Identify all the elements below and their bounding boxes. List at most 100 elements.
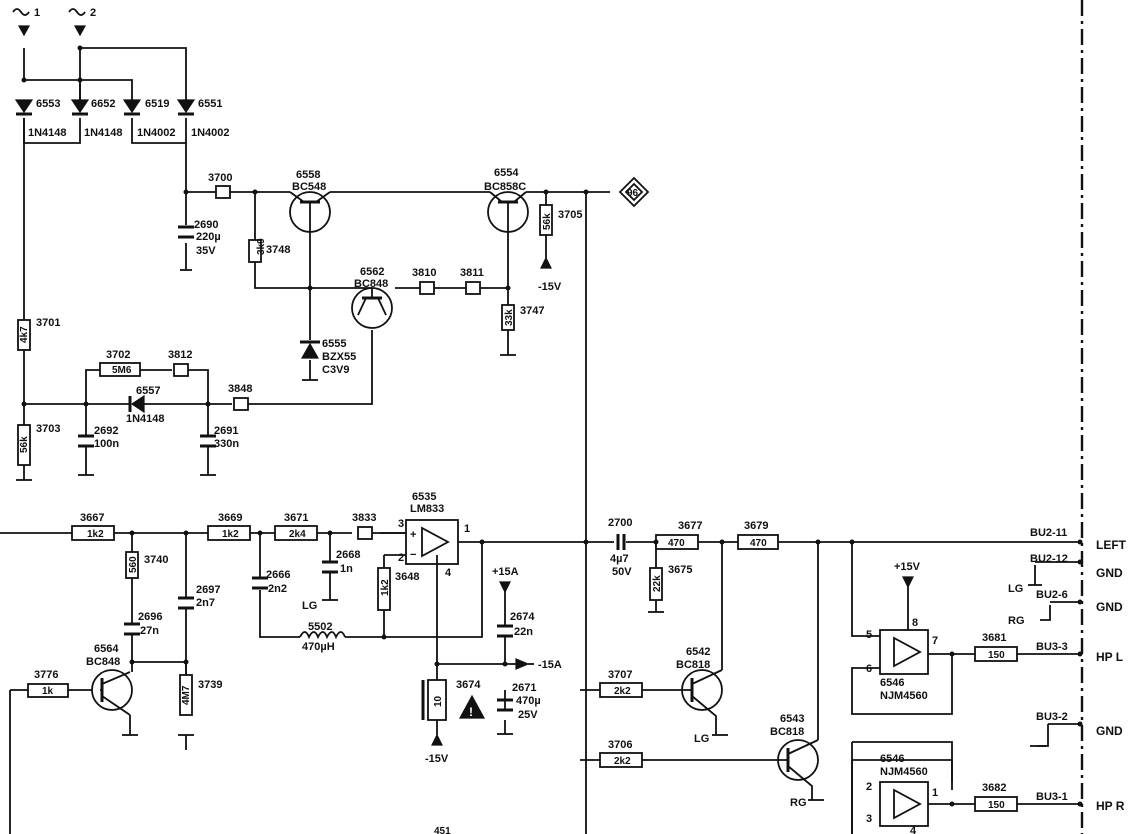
resistor-3706: 2k2 3706 <box>599 739 643 768</box>
output-hp-l: HP L <box>1096 650 1123 664</box>
resistor-3703: 56k 3703 <box>16 423 60 481</box>
svg-text:1N4002: 1N4002 <box>191 127 230 139</box>
transistor-6542: 6542 BC818 LG <box>676 646 728 745</box>
capacitor-2666: 2666 2n2 <box>252 569 290 595</box>
svg-text:6546: 6546 <box>880 753 904 765</box>
svg-text:6554: 6554 <box>494 167 519 179</box>
svg-text:5502: 5502 <box>308 621 332 633</box>
svg-text:1n: 1n <box>340 563 353 575</box>
svg-text:6564: 6564 <box>94 643 119 655</box>
svg-text:3706: 3706 <box>608 739 632 751</box>
svg-text:3705: 3705 <box>558 209 582 221</box>
resistor-3811: 3811 <box>460 267 484 295</box>
ground-rg-a: RG <box>790 797 807 809</box>
svg-text:+15A: +15A <box>492 566 519 578</box>
svg-text:1N4002: 1N4002 <box>137 127 176 139</box>
svg-text:470: 470 <box>750 538 767 549</box>
svg-text:3703: 3703 <box>36 423 60 435</box>
inductor-5502: 5502 470µH <box>299 621 346 653</box>
svg-text:22k: 22k <box>652 575 663 592</box>
svg-text:6652: 6652 <box>91 98 115 110</box>
svg-text:7: 7 <box>932 635 938 647</box>
svg-text:3679: 3679 <box>744 520 768 532</box>
svg-text:6542: 6542 <box>686 646 710 658</box>
ground-lg-c: LG <box>1008 583 1023 595</box>
svg-text:-15A: -15A <box>538 659 562 671</box>
svg-text:3848: 3848 <box>228 383 252 395</box>
output-hp-r: HP R <box>1096 799 1125 813</box>
svg-text:1k: 1k <box>42 686 54 697</box>
svg-text:2696: 2696 <box>138 611 162 623</box>
capacitor-2700: 2700 4µ7 50V <box>608 517 632 578</box>
svg-text:BC848: BC848 <box>86 656 120 668</box>
opamp-6546-a: 5 6 7 8 6546 NJM4560 <box>866 617 938 702</box>
svg-text:3: 3 <box>866 813 872 825</box>
resistor-3833: 3833 <box>352 512 376 540</box>
resistor-3812: 3812 <box>168 349 192 377</box>
svg-text:5: 5 <box>866 629 872 641</box>
svg-text:3707: 3707 <box>608 669 632 681</box>
resistor-3701: 4k7 3701 <box>17 317 60 351</box>
connector-bu3-3: BU3-3 <box>1036 641 1068 653</box>
svg-text:150: 150 <box>988 650 1005 661</box>
zener-6555: 6555 BZX55 C3V9 <box>300 338 356 381</box>
svg-text:3740: 3740 <box>144 554 168 566</box>
svg-text:NJM4560: NJM4560 <box>880 690 928 702</box>
resistor-3747: 33k 3747 <box>500 304 544 356</box>
connector-bu2-6: BU2-6 <box>1036 589 1068 601</box>
svg-text:2: 2 <box>866 781 872 793</box>
svg-text:3675: 3675 <box>668 564 692 576</box>
svg-text:3811: 3811 <box>460 267 484 279</box>
opamp-6535: + − 3 2 1 4 6535 LM833 <box>398 491 470 579</box>
wires <box>0 26 1080 834</box>
output-left: LEFT <box>1096 538 1127 552</box>
svg-text:6558: 6558 <box>296 169 320 181</box>
terminal-dots <box>1077 539 1083 807</box>
warning-icon <box>458 694 486 719</box>
svg-text:220µ: 220µ <box>196 231 221 243</box>
resistor-3848: 3848 <box>228 383 252 411</box>
resistor-3700: 3700 <box>208 172 232 199</box>
svg-text:2668: 2668 <box>336 549 360 561</box>
supply-neg15-a: -15V <box>538 281 562 293</box>
resistor-3810: 3810 <box>412 267 436 295</box>
capacitor-2668: 2668 1n LG <box>302 549 360 612</box>
svg-text:NJM4560: NJM4560 <box>880 766 928 778</box>
resistor-3740: 560 3740 <box>125 551 168 579</box>
svg-text:3810: 3810 <box>412 267 436 279</box>
svg-text:1N4148: 1N4148 <box>84 127 123 139</box>
svg-text:2700: 2700 <box>608 517 632 529</box>
svg-text:560: 560 <box>128 556 139 573</box>
svg-text:2k2: 2k2 <box>614 756 631 767</box>
transistor-6554: 6554 BC858C <box>484 167 529 233</box>
supply-neg15-b: -15V <box>425 753 449 765</box>
svg-text:3682: 3682 <box>982 782 1006 794</box>
diode-6519: 6519 1N4002 <box>122 98 176 139</box>
ground-lg-b: LG <box>694 733 709 745</box>
svg-text:470µH: 470µH <box>302 641 335 653</box>
svg-text:3674: 3674 <box>456 679 481 691</box>
resistor-3648: 1k2 3648 <box>377 567 419 611</box>
svg-text:25V: 25V <box>518 709 538 721</box>
svg-text:3776: 3776 <box>34 669 58 681</box>
capacitor-2697: 2697 2n7 <box>178 584 220 610</box>
svg-text:4k7: 4k7 <box>19 326 30 343</box>
svg-text:1: 1 <box>464 523 470 535</box>
svg-text:56k: 56k <box>542 213 553 230</box>
svg-text:3702: 3702 <box>106 349 130 361</box>
svg-text:BC848: BC848 <box>354 278 388 290</box>
svg-text:−: − <box>410 549 416 561</box>
svg-text:BC818: BC818 <box>676 659 710 671</box>
svg-text:3671: 3671 <box>284 512 308 524</box>
capacitor-2696: 2696 27n <box>124 611 162 637</box>
svg-text:6: 6 <box>866 663 872 675</box>
svg-text:2k2: 2k2 <box>614 686 631 697</box>
connector-bu3-2: BU3-2 <box>1036 711 1068 723</box>
svg-text:6543: 6543 <box>780 713 804 725</box>
svg-text:2n2: 2n2 <box>268 583 287 595</box>
connector-bu3-1: BU3-1 <box>1036 791 1068 803</box>
svg-text:27n: 27n <box>140 625 159 637</box>
svg-text:3k9: 3k9 <box>256 238 267 255</box>
svg-text:3681: 3681 <box>982 632 1006 644</box>
